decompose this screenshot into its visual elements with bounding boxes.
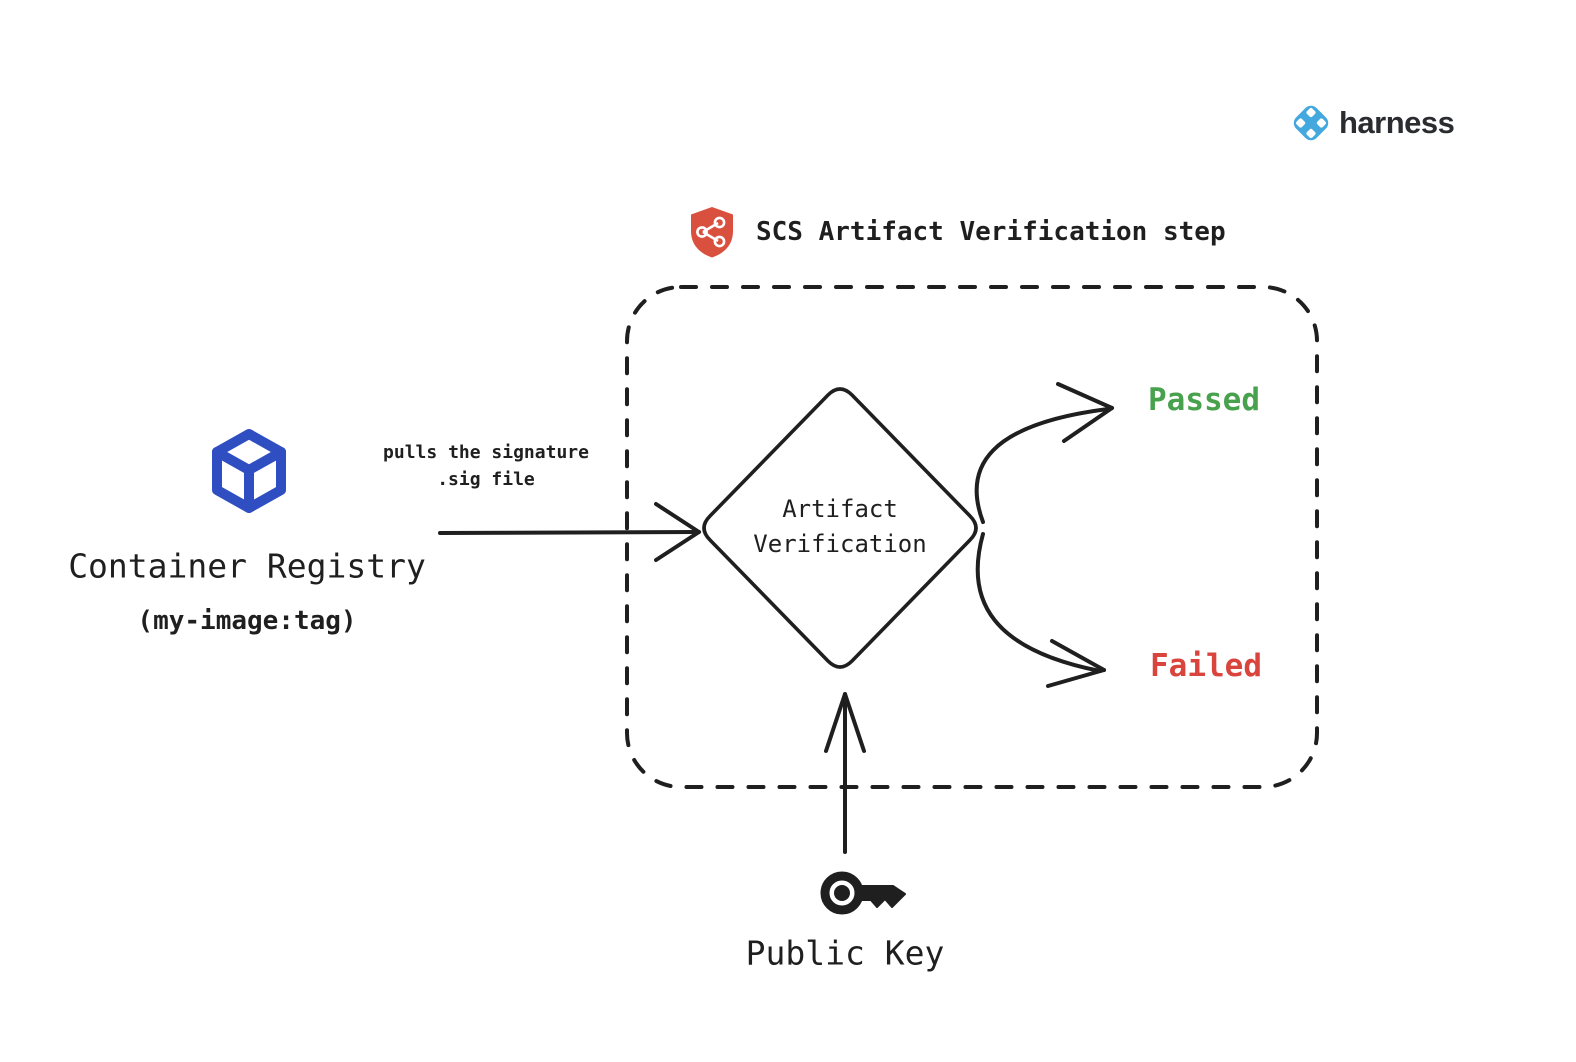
container-registry-label: Container Registry	[68, 546, 426, 586]
diamond-to-passed-arrow	[974, 382, 1114, 524]
container-registry-image-tag: (my-image:tag)	[137, 606, 357, 636]
outcome-failed-label: Failed	[1150, 648, 1262, 684]
artifact-verification-node: Artifact Verification	[753, 492, 926, 562]
step-title: SCS Artifact Verification step	[756, 217, 1226, 247]
artifact-verification-line1: Artifact	[782, 495, 898, 523]
harness-wordmark: harness	[1339, 105, 1455, 140]
container-registry-icon	[212, 429, 286, 513]
pull-signature-note: pulls the signature .sig file	[383, 439, 589, 493]
step-title-row: SCS Artifact Verification step	[688, 205, 1226, 259]
scs-shield-icon	[691, 207, 733, 258]
artifact-verification-line2: Verification	[753, 530, 927, 558]
harness-logo: harness	[1288, 100, 1455, 146]
pull-signature-note-line1: pulls the signature	[383, 442, 589, 463]
pull-signature-note-line2: .sig file	[437, 469, 535, 490]
outcome-passed-label: Passed	[1148, 382, 1260, 418]
public-key-icon	[820, 871, 906, 915]
decision-diamond-shape	[702, 387, 978, 669]
diamond-to-failed-arrow	[975, 532, 1106, 688]
step-boundary-dashed-box	[625, 285, 1319, 789]
public-key-label: Public Key	[745, 933, 945, 973]
harness-logo-icon	[1293, 105, 1329, 141]
publickey-to-diamond-arrow	[824, 692, 866, 854]
registry-to-diamond-arrow	[438, 502, 701, 562]
